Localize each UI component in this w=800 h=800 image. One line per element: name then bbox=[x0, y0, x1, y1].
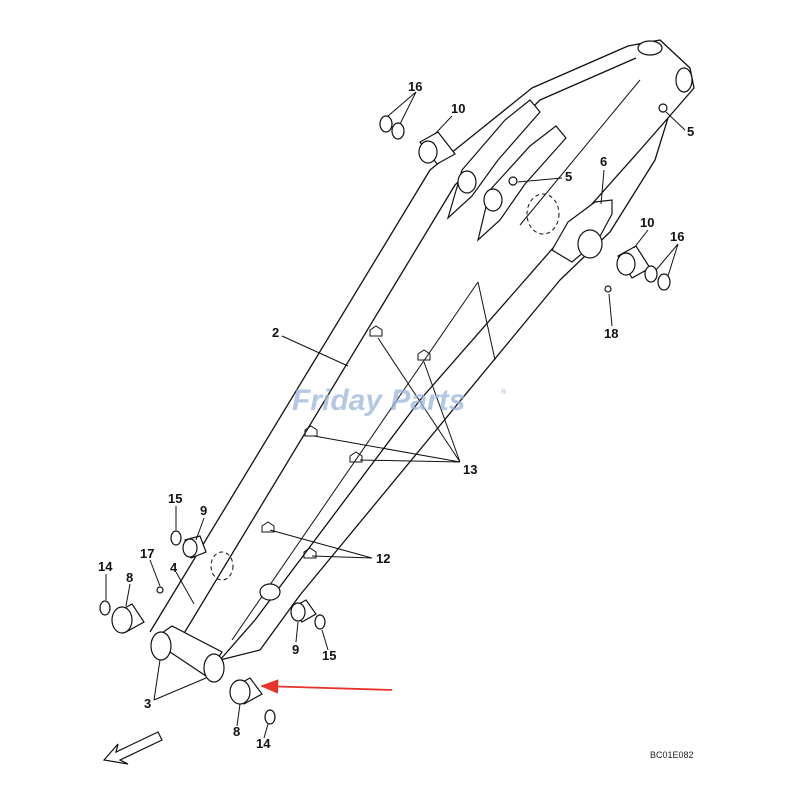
callout-label: 4 bbox=[170, 560, 178, 575]
figure-code: BC01E082 bbox=[650, 750, 694, 760]
callout-label: 8 bbox=[233, 724, 240, 739]
callout-label: 2 bbox=[272, 325, 279, 340]
callout-label: 12 bbox=[376, 551, 390, 566]
callout-label: 15 bbox=[322, 648, 336, 663]
callout-label: 3 bbox=[144, 696, 151, 711]
callout-label: 17 bbox=[140, 546, 154, 561]
callout-label: 9 bbox=[200, 503, 207, 518]
callout-label: 8 bbox=[126, 570, 133, 585]
callout-label: 13 bbox=[463, 462, 477, 477]
leader-lines bbox=[105, 91, 686, 739]
watermark-text: Friday Parts bbox=[292, 384, 465, 417]
loose-parts bbox=[99, 115, 671, 725]
callout-label: 5 bbox=[687, 124, 694, 139]
callout-label: 14 bbox=[256, 736, 271, 751]
watermark-registered-mark: ® bbox=[501, 388, 507, 396]
callout-label: 10 bbox=[451, 101, 465, 116]
direction-arrow bbox=[102, 731, 163, 765]
callout-label: 6 bbox=[600, 154, 607, 169]
callout-labels: 16 10 5 5 6 10 16 18 2 13 15 9 17 4 14 8… bbox=[98, 79, 694, 751]
pointer-arrow bbox=[260, 679, 393, 694]
callout-label: 15 bbox=[168, 491, 182, 506]
callout-label: 5 bbox=[565, 169, 572, 184]
callout-label: 9 bbox=[292, 642, 299, 657]
callout-label: 16 bbox=[670, 229, 684, 244]
callout-label: 16 bbox=[408, 79, 422, 94]
callout-label: 14 bbox=[98, 559, 113, 574]
boom-body bbox=[149, 39, 695, 683]
callout-label: 10 bbox=[640, 215, 654, 230]
callout-label: 18 bbox=[604, 326, 618, 341]
